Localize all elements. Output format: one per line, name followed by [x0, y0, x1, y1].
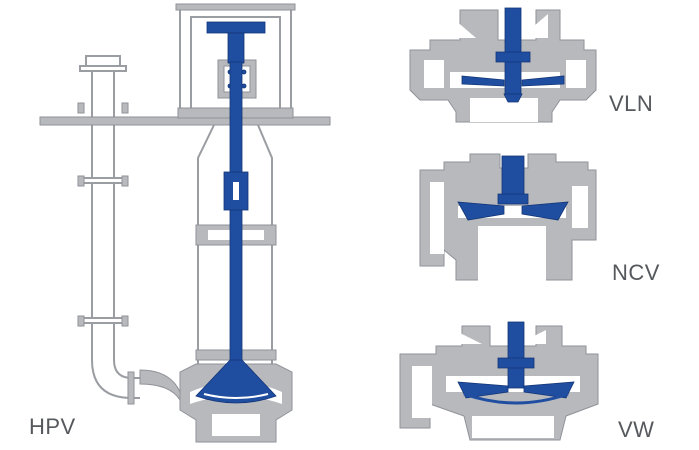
hpv-discharge-pipe	[77, 55, 140, 405]
vw-rotor	[457, 321, 575, 405]
hpv-rotor	[195, 21, 277, 404]
vln-label: VLN	[609, 91, 654, 116]
vw-pump	[399, 321, 599, 441]
vln-rotor	[461, 7, 565, 103]
ncv-label: NCV	[612, 260, 660, 285]
vln-casing	[409, 9, 597, 123]
hpv-pump	[39, 3, 331, 443]
ncv-pump	[419, 153, 597, 286]
vw-label: VW	[618, 417, 655, 442]
ncv-rotor	[457, 155, 569, 221]
vln-pump	[409, 7, 597, 123]
hpv-label: HPV	[29, 414, 76, 439]
